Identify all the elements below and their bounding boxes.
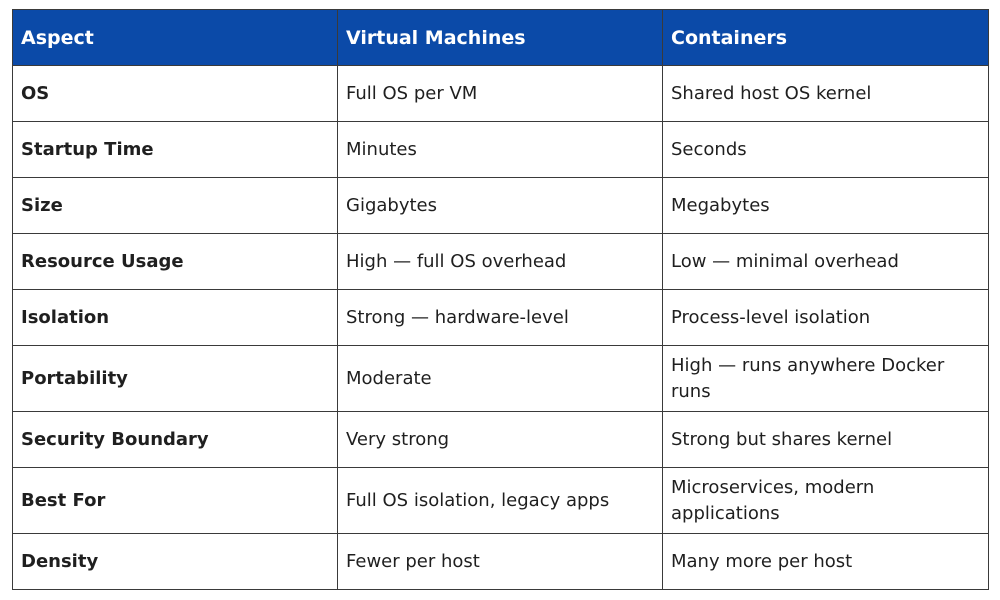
header-aspect: Aspect (12, 9, 338, 66)
vm-cell: Strong — hardware-level (337, 289, 663, 346)
containers-cell: Many more per host (662, 533, 989, 590)
vm-cell: Gigabytes (337, 177, 663, 234)
containers-cell: Microservices, modern applications (662, 467, 989, 534)
aspect-cell: Best For (12, 467, 338, 534)
table-row: Security Boundary Very strong Strong but… (12, 411, 989, 468)
aspect-cell: Startup Time (12, 121, 338, 178)
table-row: OS Full OS per VM Shared host OS kernel (12, 65, 989, 122)
aspect-cell: Isolation (12, 289, 338, 346)
vm-cell: Full OS per VM (337, 65, 663, 122)
containers-cell: Low — minimal overhead (662, 233, 989, 290)
containers-cell: Process-level isolation (662, 289, 989, 346)
vm-cell: Minutes (337, 121, 663, 178)
table-row: Resource Usage High — full OS overhead L… (12, 233, 989, 290)
vm-cell: Full OS isolation, legacy apps (337, 467, 663, 534)
table-row: Best For Full OS isolation, legacy apps … (12, 467, 989, 534)
header-containers: Containers (662, 9, 989, 66)
vm-cell: High — full OS overhead (337, 233, 663, 290)
containers-cell: Shared host OS kernel (662, 65, 989, 122)
aspect-cell: Resource Usage (12, 233, 338, 290)
table-row: Size Gigabytes Megabytes (12, 177, 989, 234)
vm-cell: Very strong (337, 411, 663, 468)
header-virtual-machines: Virtual Machines (337, 9, 663, 66)
aspect-cell: Size (12, 177, 338, 234)
table-row: Startup Time Minutes Seconds (12, 121, 989, 178)
vm-cell: Moderate (337, 345, 663, 412)
containers-cell: Strong but shares kernel (662, 411, 989, 468)
containers-cell: High — runs anywhere Docker runs (662, 345, 989, 412)
containers-cell: Seconds (662, 121, 989, 178)
vm-cell: Fewer per host (337, 533, 663, 590)
aspect-cell: Security Boundary (12, 411, 338, 468)
aspect-cell: Density (12, 533, 338, 590)
comparison-table: Aspect Virtual Machines Containers OS Fu… (12, 9, 989, 590)
table-row: Portability Moderate High — runs anywher… (12, 345, 989, 412)
aspect-cell: OS (12, 65, 338, 122)
header-row: Aspect Virtual Machines Containers (12, 9, 989, 66)
containers-cell: Megabytes (662, 177, 989, 234)
aspect-cell: Portability (12, 345, 338, 412)
table-row: Isolation Strong — hardware-level Proces… (12, 289, 989, 346)
table-row: Density Fewer per host Many more per hos… (12, 533, 989, 590)
